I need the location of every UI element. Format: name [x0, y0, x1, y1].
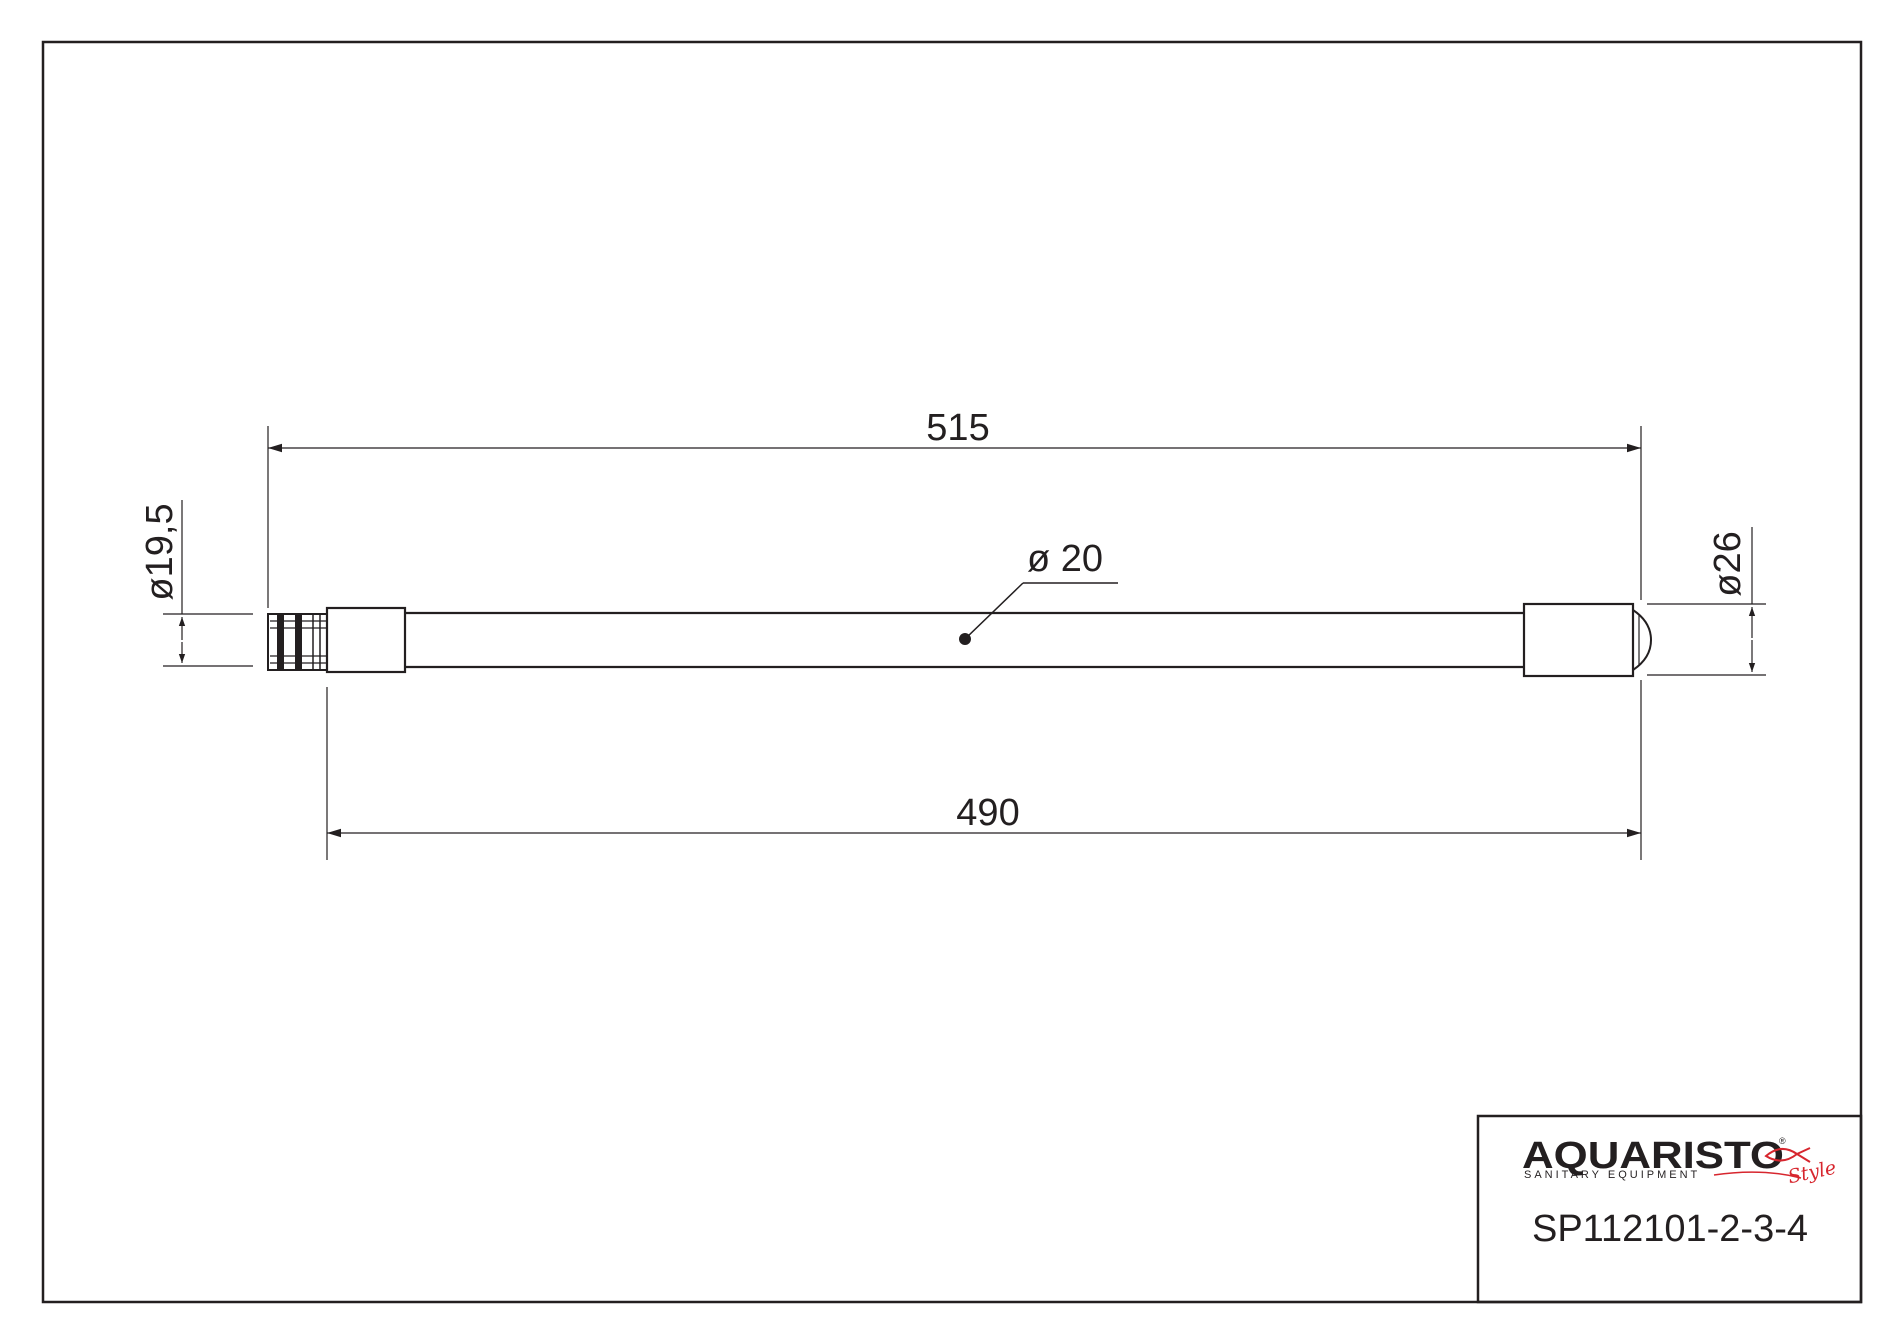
title-block: AQUARISTO SANITARY EQUIPMENT ® Style SP1… [1476, 1114, 1863, 1304]
left-ferrule [325, 606, 407, 674]
brand-name: AQUARISTO [1522, 1135, 1784, 1177]
tube-part [267, 602, 1653, 678]
dimension-overall-length: 515 [267, 407, 1642, 608]
thread-diameter-label: ø19,5 [139, 503, 181, 600]
fish-swoosh-icon [1713, 1147, 1811, 1179]
cap-diameter-label: ø26 [1707, 531, 1749, 596]
threaded-connector [267, 613, 328, 671]
tube-diameter-leader: ø 20 [959, 538, 1118, 645]
dimension-tube-length: 490 [326, 680, 1642, 860]
tube-diameter-label: ø 20 [1027, 538, 1103, 580]
dimension-thread-diameter: ø19,5 [139, 500, 253, 667]
overall-length-label: 515 [926, 407, 989, 449]
brand-registered-mark: ® [1779, 1136, 1786, 1146]
brand-script: Style [1786, 1157, 1838, 1189]
brand-tagline: SANITARY EQUIPMENT [1524, 1169, 1700, 1181]
brand-logo: AQUARISTO SANITARY EQUIPMENT ® Style [1522, 1135, 1838, 1188]
main-tube [405, 611, 1524, 669]
dimension-cap-diameter: ø26 [1647, 527, 1766, 676]
right-cap [1522, 602, 1653, 678]
part-number: SP112101-2-3-4 [1532, 1208, 1808, 1250]
drawing-frame [41, 40, 1863, 1304]
tube-length-label: 490 [956, 792, 1019, 834]
